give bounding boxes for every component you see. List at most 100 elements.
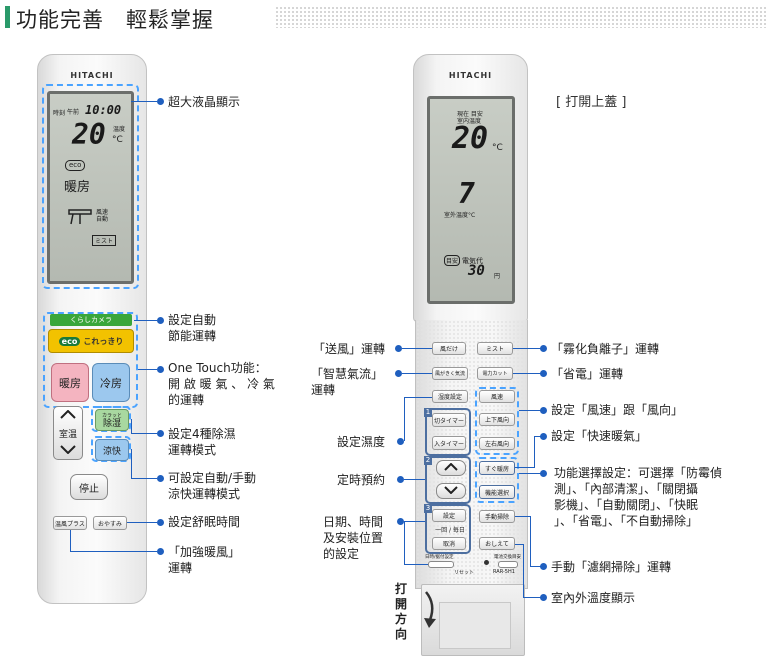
eco-button[interactable]: eco これっきり [48,329,134,353]
eco-button-label: これっきり [83,336,124,346]
stop-button[interactable]: 停止 [70,474,108,500]
annotation-dot [157,317,164,324]
annotation-line [70,530,71,551]
annotation-line [131,433,157,434]
date-time-button[interactable] [428,561,454,568]
timer-on-button[interactable]: 入タイマー [432,436,466,450]
lcd-time-label: 時刻 [53,110,66,117]
oyasumi-button[interactable]: おやすみ [93,516,127,530]
lcd-cost-unit: 円 [494,273,501,280]
right-lcd: 現在 目安 室内温度 20 °C 7 室外温度°C 目安 電気代 30 円 [427,96,515,304]
annotation-line [131,419,132,434]
annotation-line [515,544,524,545]
annotation-warm-plus: 「加強暖風」 運轉 [168,545,241,575]
battery-label: 電池交換目安 [494,555,521,560]
annotation-manual-filter: 手動「濾網掃除」運轉 [551,560,672,574]
dehum-small-label: カラッと [101,413,122,419]
warm-plus-button[interactable]: 温風プラス [53,516,87,530]
annotation-line [519,473,541,474]
step-1-badge: 1 [424,408,432,417]
smart-flow-button[interactable]: 風がきく気流 [432,367,468,380]
annotation-line [534,436,541,437]
annotation-dot [540,470,547,477]
curved-arrow-icon [418,590,440,630]
chevron-down-icon [60,445,76,456]
header-dot-pattern [275,6,768,28]
annotation-dot [157,519,164,526]
lcd-mode: 暖房 [64,180,91,195]
annotation-dot [395,370,402,377]
humidity-button[interactable]: 湿度設定 [432,390,468,403]
timer-off-button[interactable]: 切タイマー [432,413,466,427]
annotation-dot [540,433,547,440]
annotation-temp-display: 室內外溫度顯示 [551,591,636,605]
kurashi-camera-button[interactable]: くらしカメラ [50,314,132,326]
annotation-quick-heat: 設定「快速暖氣」 [551,429,648,443]
dehum-button[interactable]: カラッと 除湿 [95,409,129,431]
fan-dir-highlight [475,387,519,455]
annotation-line [134,320,157,321]
dehum-highlight [91,406,131,432]
temp-updown-button[interactable]: 室温 [53,406,83,460]
ryokai-highlight [91,436,131,462]
left-remote-brand: HITACHI [70,71,114,80]
func-select-button[interactable]: 機能選択 [479,485,515,499]
annotation-line [138,369,157,370]
annotation-line [404,397,432,398]
lcd-fan-label: 風速 自動 [96,209,109,223]
reset-button[interactable] [484,560,489,565]
annotation-dot [540,563,547,570]
settings-button[interactable]: 設定 [432,509,466,522]
lcd-cost-value: 30 [468,263,485,279]
annotation-dot [157,475,164,482]
open-lid [421,584,525,656]
show-button[interactable]: おしえて [479,537,515,550]
updown-button[interactable]: 上下風向 [479,413,515,426]
lcd-eco-badge: eco [65,160,86,171]
annotation-line [523,597,541,598]
chevron-up-icon [60,409,76,421]
timer-up-button[interactable] [436,460,466,476]
right-remote-brand: HITACHI [448,71,493,80]
heat-button[interactable]: 暖房 [51,363,89,402]
annotation-line [530,516,531,566]
fan-only-button[interactable]: 風だけ [432,342,466,355]
cancel-button[interactable]: 取消 [432,537,466,550]
battery-indicator [498,561,518,568]
model-label: RAR-5H1 [493,569,515,575]
annotation-power-saving: 「省電」運轉 [551,367,624,381]
annotation-line [404,521,405,565]
func-highlight [475,457,519,503]
quick-warm-button[interactable]: すぐ暖房 [479,461,515,475]
lcd-cost-icon: 目安 [444,255,461,266]
annotation-one-touch: One Touch功能： 開 啟 暖 氣 、 冷 氣 的運轉 [168,361,275,407]
lcd-outside-label: 室外温度°C [444,212,476,219]
left-lcd-highlight [42,84,139,289]
annotation-ion: 「霧化負離子」運轉 [551,342,660,356]
mist-button[interactable]: ミスト [477,342,513,355]
annotation-line [131,449,132,479]
annotation-smart-flow: 「智慧氣流」 運轉 [311,367,384,397]
lcd-cost-label: 電気代 [462,257,483,265]
step-3-badge: 3 [424,504,432,513]
annotation-dot [157,98,164,105]
timer-down-button[interactable] [436,483,466,499]
annotation-lcd-left: 超大液晶顯示 [168,95,241,109]
lcd-outside-temp: 7 [458,177,475,210]
annotation-auto-eco: 設定自動 節能運轉 [168,313,217,343]
leftright-button[interactable]: 左右風向 [479,437,515,450]
annotation-humidity: 設定濕度 [337,435,386,449]
annotation-dot [540,594,547,601]
left-top-buttons-highlight [43,312,138,408]
annotation-dot [540,345,547,352]
fan-speed-button[interactable]: 風速 [479,390,515,403]
lcd-mist: ミスト [92,235,117,246]
timer-group-1 [425,408,471,456]
lcd-temp: 20 [72,118,106,151]
power-cut-button[interactable]: 電力カット [477,367,513,380]
annotation-timer: 定時預約 [337,473,386,487]
cool-button[interactable]: 冷房 [92,363,130,402]
manual-clean-button[interactable]: 手動掃除 [479,510,515,523]
annotation-line [404,397,405,441]
ryokai-button[interactable]: 涼快 [95,439,129,461]
